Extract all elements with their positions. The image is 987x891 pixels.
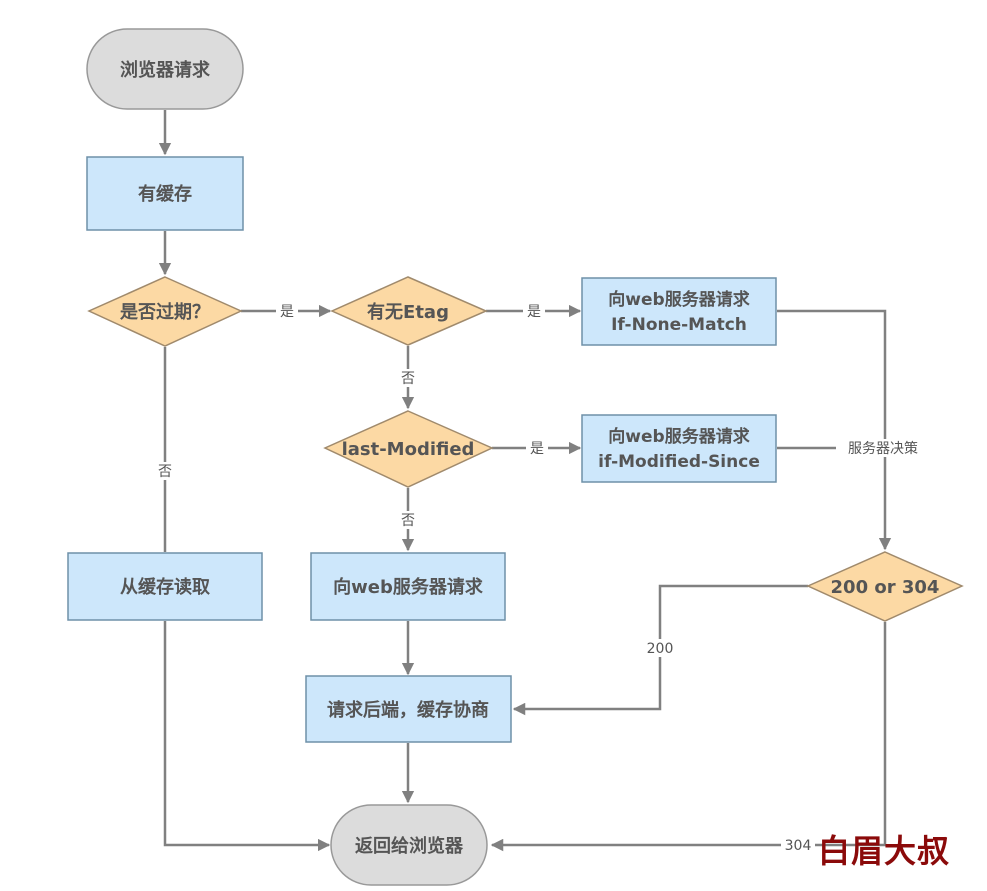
node-has-cache: 有缓存 — [86, 156, 244, 231]
node-return-browser-label: 返回给浏览器 — [355, 835, 464, 857]
node-web-request: 向web服务器请求 — [310, 552, 506, 621]
edge-label-status-304: 304 — [785, 838, 812, 854]
edge-label-expired-yes: 是 — [280, 304, 294, 320]
edge-label-etag-yes: 是 — [527, 304, 541, 320]
watermark-text: 白眉大叔 — [818, 832, 951, 870]
node-browser-request: 浏览器请求 — [86, 28, 244, 110]
node-modified-since-request: 向web服务器请求 if-Modified-Since — [581, 414, 777, 483]
node-web-request-label: 向web服务器请求 — [333, 576, 484, 598]
edge-none-match-to-decision — [777, 309, 892, 551]
connectors — [158, 110, 892, 852]
node-lastmod-label: last-Modified — [342, 439, 475, 460]
edge-label-lastmod-yes: 是 — [530, 441, 544, 457]
node-none-match-line2: If-None-Match — [611, 315, 747, 335]
node-return-browser: 返回给浏览器 — [330, 804, 488, 886]
node-modified-since-line1: 向web服务器请求 — [608, 426, 749, 447]
edge-read-cache-to-return — [163, 621, 331, 852]
node-expired-label: 是否过期？ — [119, 301, 210, 323]
node-read-cache: 从缓存读取 — [67, 552, 263, 621]
edge-labels: 是 是 否 否 是 否 服务器决策 200 304 — [154, 302, 930, 854]
edge-label-etag-no: 否 — [401, 371, 415, 387]
node-read-cache-label: 从缓存读取 — [120, 576, 211, 598]
node-etag-label: 有无Etag — [367, 301, 449, 323]
node-backend-label: 请求后端，缓存协商 — [327, 699, 489, 721]
node-status-decision: 200 or 304 — [806, 551, 964, 622]
node-browser-request-label: 浏览器请求 — [120, 59, 211, 81]
node-backend-negotiate: 请求后端，缓存协商 — [305, 675, 512, 743]
edge-decision-to-return — [490, 622, 887, 852]
edge-label-expired-no: 否 — [158, 464, 172, 480]
node-modified-since-line2: if-Modified-Since — [598, 452, 760, 472]
node-expired-decision: 是否过期？ — [87, 276, 243, 347]
node-none-match-line1: 向web服务器请求 — [608, 289, 749, 310]
edge-label-status-200: 200 — [647, 641, 674, 657]
node-status-label: 200 or 304 — [831, 577, 940, 598]
edge-label-server-decision: 服务器决策 — [848, 440, 918, 457]
node-has-cache-label: 有缓存 — [138, 183, 192, 205]
node-etag-decision: 有无Etag — [330, 276, 488, 346]
edge-label-lastmod-no: 否 — [401, 513, 415, 529]
node-lastmod-decision: last-Modified — [323, 410, 494, 488]
node-none-match-request: 向web服务器请求 If-None-Match — [581, 277, 777, 346]
